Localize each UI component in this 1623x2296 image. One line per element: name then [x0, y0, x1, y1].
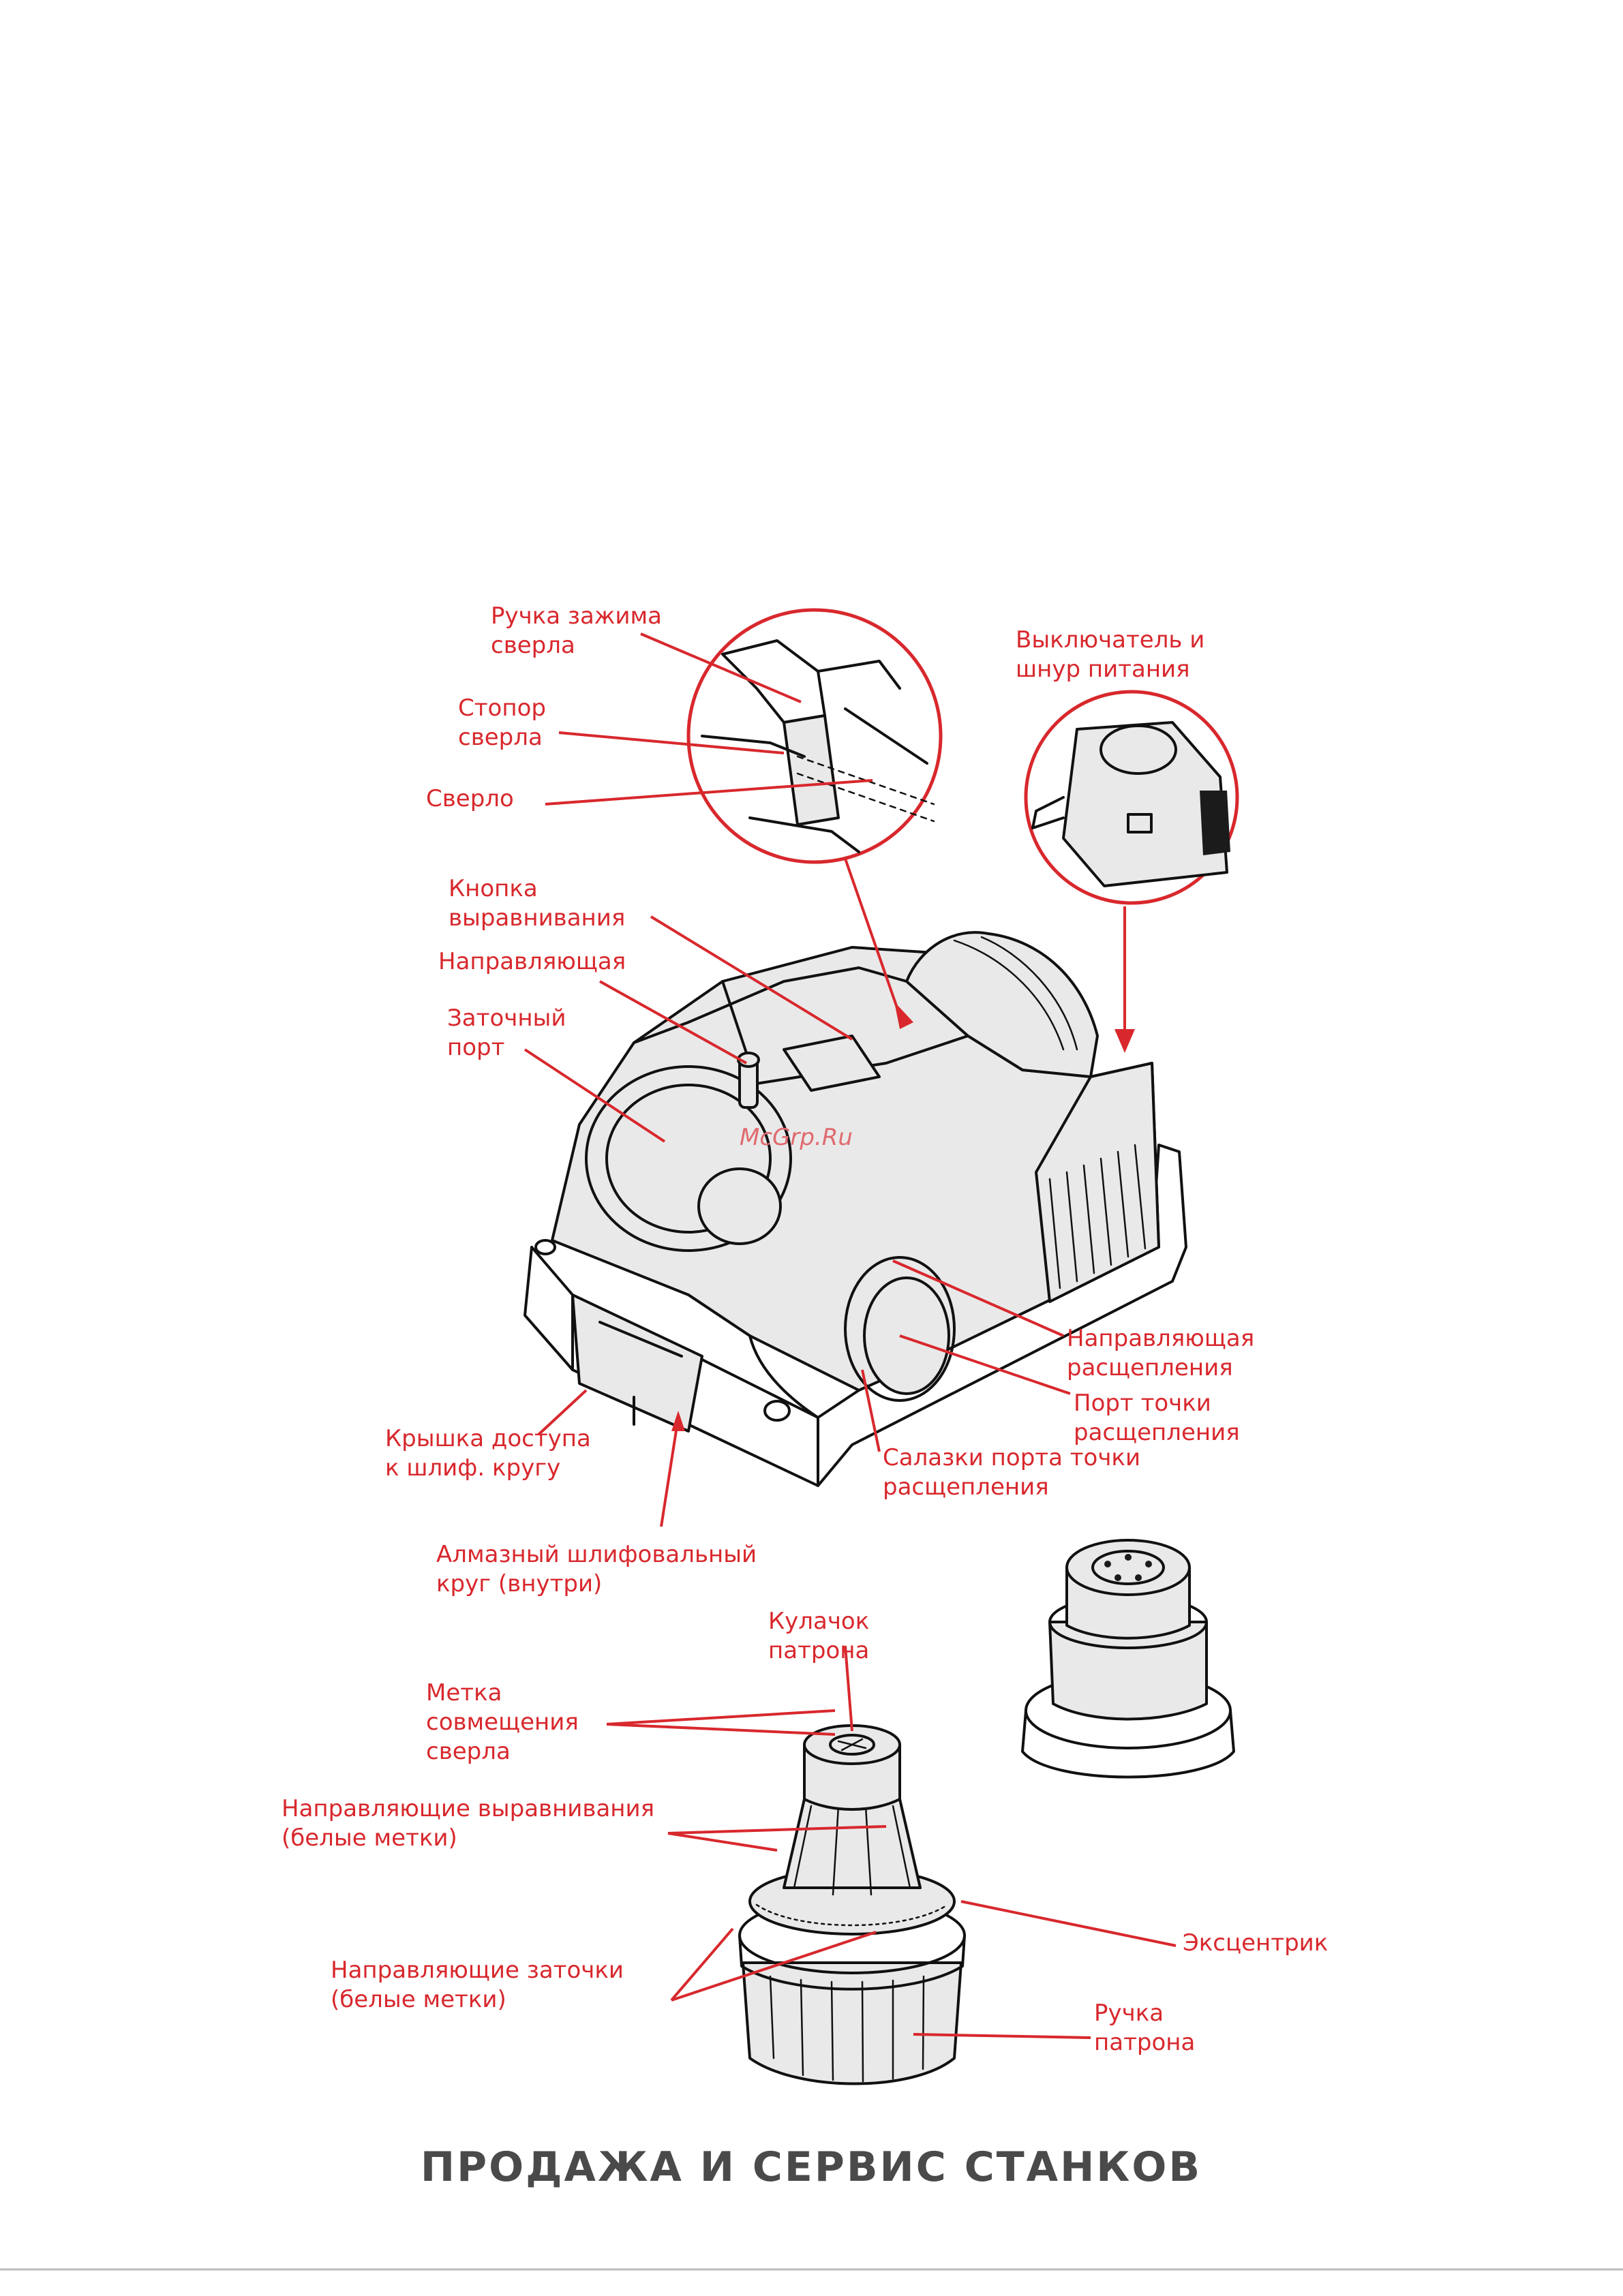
label-guide: Направляющая — [438, 948, 626, 975]
label-sharpening-port: Заточный порт — [447, 1005, 573, 1061]
label-eccentric: Эксцентрик — [1183, 1929, 1328, 1957]
drill-chuck-drawing — [738, 1724, 966, 2085]
label-split-port: Порт точки расщепления — [1074, 1390, 1240, 1446]
label-split-guide: Направляющая расщепления — [1067, 1325, 1262, 1381]
watermark: McGrp.Ru — [740, 1124, 853, 1151]
footer-slogan: ПРОДАЖА И СЕРВИС СТАНКОВ — [421, 2143, 1202, 2191]
label-drill-mark: Метка совмещения сверла — [426, 1679, 586, 1765]
label-chuck-jaw: Кулачок патрона — [768, 1608, 877, 1664]
label-power-switch: Выключатель и шнур питания — [1016, 626, 1212, 683]
label-split-slide: Салазки порта точки расщепления — [883, 1444, 1148, 1501]
label-drill-stop: Стопор сверла — [458, 694, 553, 751]
chuck-adapter-drawing — [1021, 1539, 1235, 1779]
label-diamond-wheel: Алмазный шлифовальный круг (внутри) — [436, 1541, 764, 1597]
label-align-guides: Направляющие выравнивания (белые метки) — [282, 1795, 662, 1852]
label-drill: Сверло — [426, 785, 514, 812]
label-chuck-handle: Ручка патрона — [1094, 2000, 1195, 2056]
detail-bubble-switch — [1024, 690, 1239, 905]
label-wheel-cover: Крышка доступа к шлиф. кругу — [385, 1425, 598, 1482]
sharpener-body-drawing — [524, 931, 1187, 1487]
detail-bubble-clamp — [686, 608, 943, 864]
label-clamp-knob: Ручка зажима сверла — [491, 602, 669, 659]
vent-grille — [1048, 1144, 1147, 1289]
leader-lines — [524, 632, 1177, 2039]
label-sharpen-guides: Направляющие заточки (белые метки) — [331, 1957, 631, 2013]
labels: Ручка зажима сверла Стопор сверла Сверло… — [282, 602, 1328, 2056]
label-align-button: Кнопка выравнивания — [449, 875, 625, 932]
